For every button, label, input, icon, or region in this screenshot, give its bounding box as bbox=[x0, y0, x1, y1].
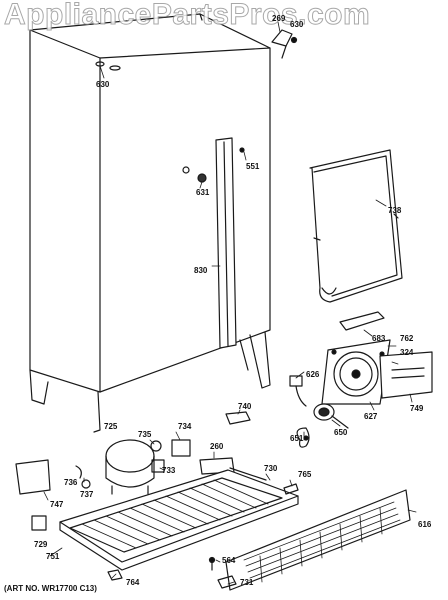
relay-735 bbox=[150, 440, 162, 452]
callout-740: 740 bbox=[238, 402, 252, 411]
watermark: AppliancePartsPros.com bbox=[4, 0, 371, 32]
callout-651: 651 bbox=[290, 434, 304, 443]
gasket-loop-738 bbox=[309, 149, 403, 303]
cabinet-hole bbox=[182, 166, 190, 174]
callout-729: 729 bbox=[34, 540, 48, 549]
bracket-731 bbox=[217, 575, 237, 589]
wire-736 bbox=[75, 465, 82, 479]
callout-731: 731 bbox=[240, 578, 254, 587]
callout-751: 751 bbox=[46, 552, 60, 561]
callout-324: 324 bbox=[400, 348, 414, 357]
compressor-725 bbox=[105, 439, 155, 495]
fan-motor bbox=[313, 403, 349, 429]
cabinet bbox=[29, 13, 271, 433]
callout-725: 725 bbox=[104, 422, 118, 431]
part-729 bbox=[31, 515, 47, 531]
grommet-631 bbox=[197, 173, 207, 183]
callout-747: 747 bbox=[50, 500, 64, 509]
plug-hole bbox=[109, 65, 121, 71]
callout-765: 765 bbox=[298, 470, 312, 479]
callout-738: 738 bbox=[388, 206, 402, 215]
callout-736: 736 bbox=[64, 478, 78, 487]
callout-749: 749 bbox=[410, 404, 424, 413]
callout-630: 630 bbox=[96, 80, 110, 89]
bracket-764 bbox=[107, 569, 123, 581]
callout-626: 626 bbox=[306, 370, 320, 379]
callout-735: 735 bbox=[138, 430, 152, 439]
callout-269: 269 bbox=[272, 14, 286, 23]
clip-269 bbox=[271, 29, 298, 59]
callout-830: 830 bbox=[194, 266, 208, 275]
leader-lines bbox=[43, 21, 417, 585]
art-number: (ART NO. WR17700 C13) bbox=[4, 584, 97, 593]
fan-blade bbox=[296, 427, 310, 448]
callout-733: 733 bbox=[162, 466, 176, 475]
clip-765 bbox=[283, 483, 299, 495]
grommet-737 bbox=[81, 479, 91, 489]
grille-616 bbox=[225, 489, 411, 591]
relay-734 bbox=[171, 439, 191, 457]
thermostat-626 bbox=[289, 375, 307, 407]
callout-631: 631 bbox=[196, 188, 210, 197]
callout-764: 764 bbox=[126, 578, 140, 587]
callout-564: 564 bbox=[222, 556, 236, 565]
callout-730: 730 bbox=[264, 464, 278, 473]
callout-630b: 630 bbox=[290, 20, 304, 29]
screw-551 bbox=[239, 147, 245, 153]
callout-627: 627 bbox=[364, 412, 378, 421]
condenser-coil bbox=[59, 467, 299, 571]
callout-734: 734 bbox=[178, 422, 192, 431]
bracket-740 bbox=[225, 411, 251, 425]
callout-650: 650 bbox=[334, 428, 348, 437]
callout-762: 762 bbox=[400, 334, 414, 343]
callout-737: 737 bbox=[80, 490, 94, 499]
callout-683: 683 bbox=[372, 334, 386, 343]
callout-551: 551 bbox=[246, 162, 260, 171]
callout-616: 616 bbox=[418, 520, 432, 529]
callout-260: 260 bbox=[210, 442, 224, 451]
fan-assembly bbox=[321, 311, 433, 405]
bracket-747 bbox=[15, 459, 51, 495]
screw-564 bbox=[208, 556, 216, 571]
mullion-bar bbox=[215, 137, 237, 349]
overload-733 bbox=[151, 459, 165, 473]
